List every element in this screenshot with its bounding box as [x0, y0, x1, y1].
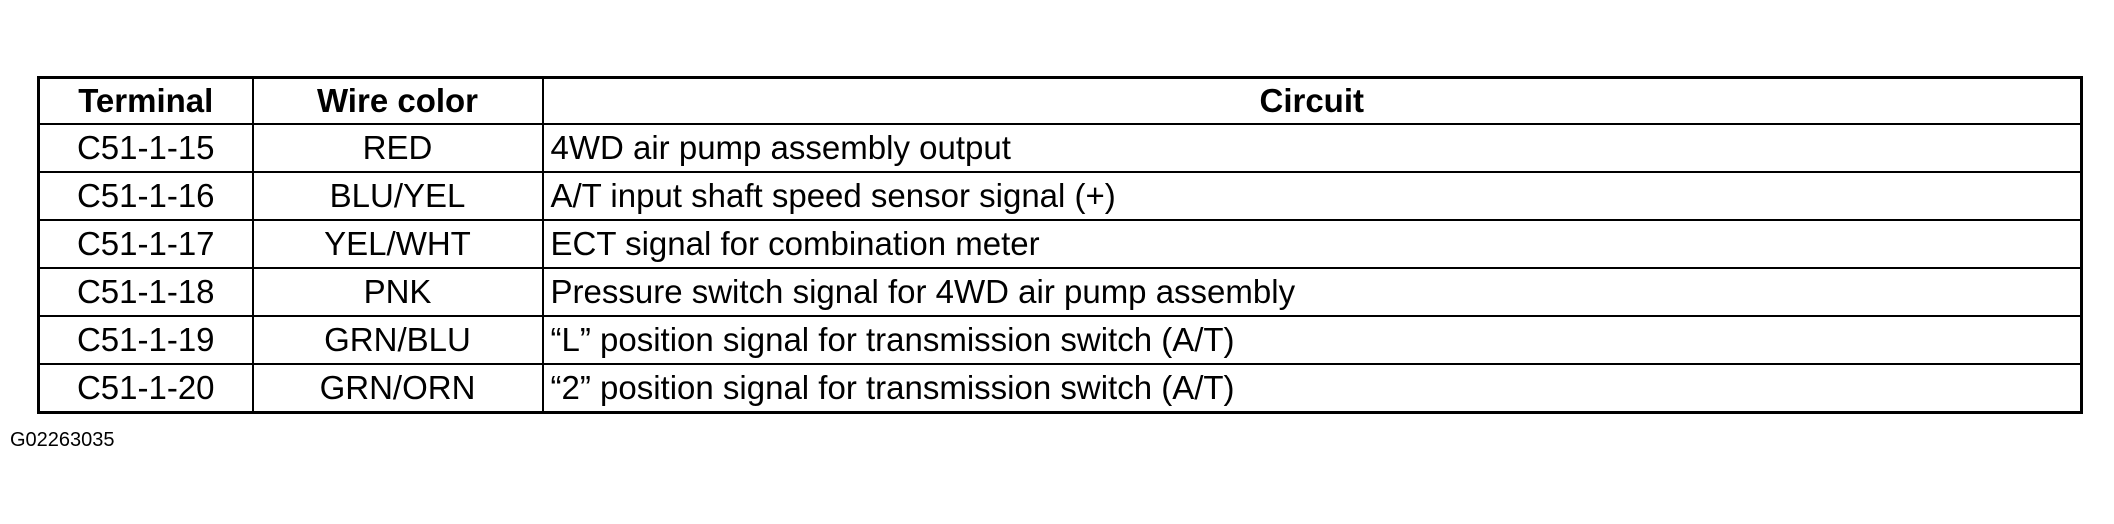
header-terminal: Terminal: [37, 76, 254, 125]
circuit-cell: A/T input shaft speed sensor signal (+): [541, 171, 2083, 221]
terminal-cell: C51-1-16: [37, 171, 254, 221]
table-row: C51-1-15 RED 4WD air pump assembly outpu…: [37, 123, 2083, 173]
wire-color-cell: GRN/BLU: [251, 315, 544, 365]
wire-color-cell: YEL/WHT: [251, 219, 544, 269]
terminal-cell: C51-1-18: [37, 267, 254, 317]
circuit-cell: 4WD air pump assembly output: [541, 123, 2083, 173]
figure-id: G02263035: [10, 429, 115, 451]
table-row: C51-1-16 BLU/YEL A/T input shaft speed s…: [37, 171, 2083, 221]
header-circuit: Circuit: [541, 76, 2083, 125]
terminal-cell: C51-1-19: [37, 315, 254, 365]
terminal-cell: C51-1-20: [37, 363, 254, 414]
wire-color-cell: GRN/ORN: [251, 363, 544, 414]
wire-color-cell: PNK: [251, 267, 544, 317]
circuit-cell: Pressure switch signal for 4WD air pump …: [541, 267, 2083, 317]
table-row: C51-1-18 PNK Pressure switch signal for …: [37, 267, 2083, 317]
circuit-cell: ECT signal for combination meter: [541, 219, 2083, 269]
circuit-cell: “2” position signal for transmission swi…: [541, 363, 2083, 414]
circuit-cell: “L” position signal for transmission swi…: [541, 315, 2083, 365]
table-row: C51-1-19 GRN/BLU “L” position signal for…: [37, 315, 2083, 365]
header-wire-color: Wire color: [251, 76, 544, 125]
table-row: C51-1-17 YEL/WHT ECT signal for combinat…: [37, 219, 2083, 269]
terminal-wire-table: Terminal Wire color Circuit C51-1-15 RED…: [37, 76, 2083, 414]
terminal-cell: C51-1-17: [37, 219, 254, 269]
table-header-row: Terminal Wire color Circuit: [37, 76, 2083, 125]
wire-color-cell: RED: [251, 123, 544, 173]
wire-color-cell: BLU/YEL: [251, 171, 544, 221]
terminal-cell: C51-1-15: [37, 123, 254, 173]
table-row: C51-1-20 GRN/ORN “2” position signal for…: [37, 363, 2083, 414]
